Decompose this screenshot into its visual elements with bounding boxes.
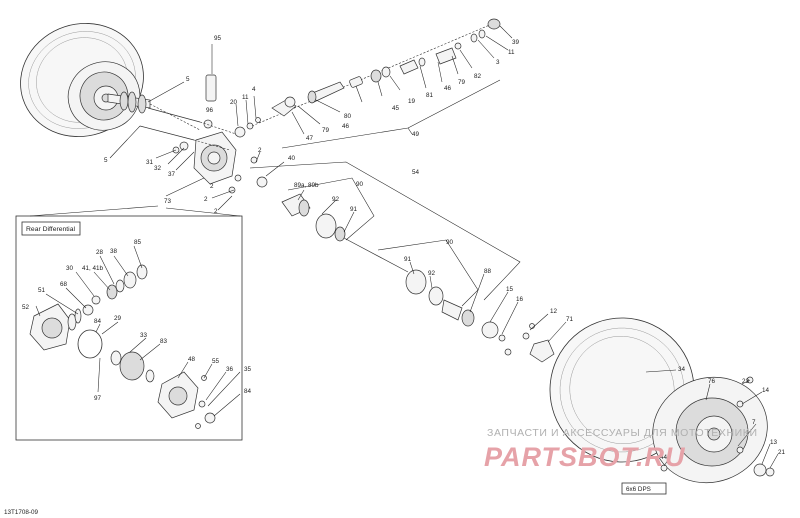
callout-76: 76 (708, 378, 716, 385)
callout-79-left: 79 (322, 127, 330, 134)
callout-14: 14 (762, 387, 770, 394)
callout-84-left: 84 (94, 318, 102, 325)
callout-16: 16 (516, 296, 524, 303)
callout-83: 83 (160, 338, 168, 345)
callout-2-b: 2 (210, 183, 214, 190)
callout-92-upper: 92 (332, 196, 340, 203)
callout-71: 71 (566, 316, 574, 323)
callout-33: 33 (140, 332, 148, 339)
callout-97: 97 (94, 395, 102, 402)
callout-85: 85 (134, 239, 142, 246)
callout-3: 3 (496, 59, 500, 66)
callout-35: 35 (244, 366, 252, 373)
callout-13: 13 (770, 439, 778, 446)
callout-52: 52 (22, 304, 30, 311)
callout-34: 34 (678, 366, 686, 373)
callout-15: 15 (506, 286, 514, 293)
callout-68: 68 (60, 281, 68, 288)
callout-49: 49 (412, 131, 420, 138)
callout-91-upper: 91 (350, 206, 358, 213)
upper-driveshaft-parts (251, 18, 501, 127)
callout-39: 39 (512, 39, 520, 46)
inset-title: Rear Differential (26, 226, 75, 233)
callout-95: 95 (214, 35, 222, 42)
variant-label: 6x6 DPS (626, 486, 651, 493)
inset-title-box (21, 221, 81, 236)
right-tire-assembly (549, 317, 775, 484)
watermark-tagline: ЗАПЧАСТИ И АКСЕССУАРЫ ДЛЯ МОТОТЕХНИКИ (487, 427, 758, 439)
callout-45: 45 (392, 105, 400, 112)
reference-code: 13T1708-09 (4, 509, 38, 516)
callout-21: 21 (778, 449, 786, 456)
callout-96: 96 (206, 107, 214, 114)
callout-90-lower: 90 (446, 239, 454, 246)
callout-46-right: 46 (444, 85, 452, 92)
callout-19: 19 (408, 98, 416, 105)
callout-40: 40 (288, 155, 296, 162)
part-callouts: 95 5 20 11 4 96 5 31 32 37 73 2 2 2 2 40… (22, 35, 786, 461)
callout-37: 37 (168, 171, 176, 178)
callout-54: 54 (412, 169, 420, 176)
callout-28: 28 (96, 249, 104, 256)
upper-hub-knuckle (139, 74, 261, 194)
callout-11-left: 11 (242, 94, 249, 101)
rear-differential-inset (15, 215, 243, 441)
variant-label-box (621, 482, 667, 495)
callout-12: 12 (550, 308, 558, 315)
leader-lines (29, 25, 779, 469)
callout-80: 80 (344, 113, 352, 120)
callout-41-41b: 41, 41b (82, 265, 104, 272)
callout-81: 81 (426, 92, 434, 99)
callout-29: 29 (114, 315, 122, 322)
callout-7: 7 (752, 419, 756, 426)
callout-44: 44 (660, 454, 668, 461)
callout-23: 23 (742, 378, 750, 385)
callout-32: 32 (154, 165, 162, 172)
callout-79-right: 79 (458, 79, 466, 86)
callout-36: 36 (226, 366, 234, 373)
callout-88: 88 (484, 268, 492, 275)
callout-38: 38 (110, 248, 118, 255)
callout-51: 51 (38, 287, 46, 294)
callout-11-right: 11 (508, 49, 515, 56)
callout-48: 48 (188, 356, 196, 363)
callout-2-c: 2 (204, 196, 208, 203)
callout-20: 20 (230, 99, 238, 106)
callout-91-lower: 91 (404, 256, 412, 263)
callout-55: 55 (212, 358, 220, 365)
callout-31: 31 (146, 159, 154, 166)
callout-90-upper: 90 (356, 181, 364, 188)
callout-46-left: 46 (342, 123, 350, 130)
callout-47: 47 (306, 135, 314, 142)
callout-92-lower: 92 (428, 270, 436, 277)
watermark-brand: PARTSBOT.RU (484, 442, 686, 472)
callout-89ab: 89a, 89b (294, 182, 319, 189)
callout-2-d: 2 (214, 208, 218, 215)
callout-84-right: 84 (244, 388, 252, 395)
callout-30: 30 (66, 265, 74, 272)
callout-5-upper: 5 (186, 76, 190, 83)
callout-4: 4 (252, 86, 256, 93)
callout-2-a: 2 (258, 147, 262, 154)
left-tire-assembly (20, 22, 151, 138)
inset-frame (15, 215, 243, 441)
callout-73: 73 (164, 198, 172, 205)
callout-82: 82 (474, 73, 482, 80)
callout-5-lower: 5 (104, 157, 108, 164)
middle-drive-axle (256, 176, 555, 363)
